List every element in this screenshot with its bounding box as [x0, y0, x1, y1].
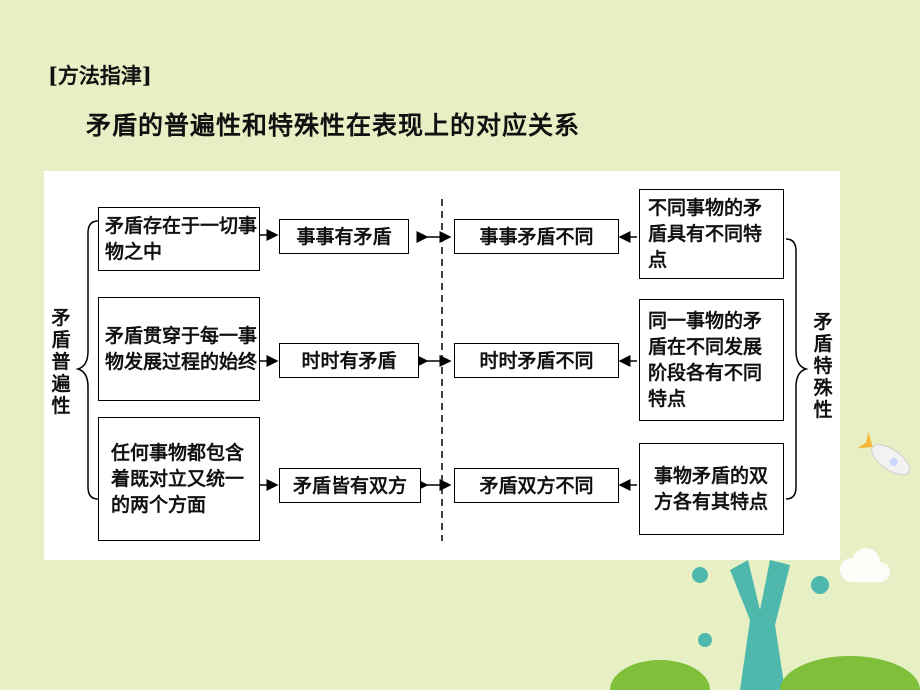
- particular-short-3: 矛盾双方不同: [454, 468, 619, 503]
- particular-desc-3: 事物矛盾的双方各有其特点: [639, 443, 784, 535]
- right-label: 矛盾特殊性: [813, 311, 833, 421]
- diagram-panel: 矛盾普遍性 矛盾特殊性 矛盾存在于一切事物之中 事事有矛盾 事事矛盾不同 不同事…: [44, 171, 840, 560]
- cloud-icon: [840, 548, 890, 582]
- left-label: 矛盾普遍性: [51, 307, 71, 417]
- universal-desc-3: 任何事物都包含着既对立又统一的两个方面: [98, 417, 260, 541]
- left-brace: [75, 220, 99, 500]
- tree-icon: [692, 560, 829, 690]
- connector-lines: [75, 199, 809, 541]
- grass-icon: [610, 656, 920, 690]
- universal-short-2: 时时有矛盾: [279, 343, 419, 378]
- universal-short-3: 矛盾皆有双方: [279, 468, 421, 503]
- rocket-icon: [857, 431, 911, 476]
- particular-short-2: 时时矛盾不同: [454, 343, 619, 378]
- method-heading: [方法指津]: [48, 63, 152, 88]
- page-subtitle: 矛盾的普遍性和特殊性在表现上的对应关系: [86, 111, 581, 140]
- universal-desc-1: 矛盾存在于一切事物之中: [98, 207, 260, 271]
- right-brace: [785, 238, 809, 500]
- particular-desc-1: 不同事物的矛盾具有不同特点: [639, 189, 784, 279]
- particular-short-1: 事事矛盾不同: [454, 219, 619, 254]
- particular-desc-2: 同一事物的矛盾在不同发展阶段各有不同特点: [639, 299, 784, 421]
- universal-short-1: 事事有矛盾: [279, 219, 409, 254]
- universal-desc-2: 矛盾贯穿于每一事物发展过程的始终: [98, 297, 260, 401]
